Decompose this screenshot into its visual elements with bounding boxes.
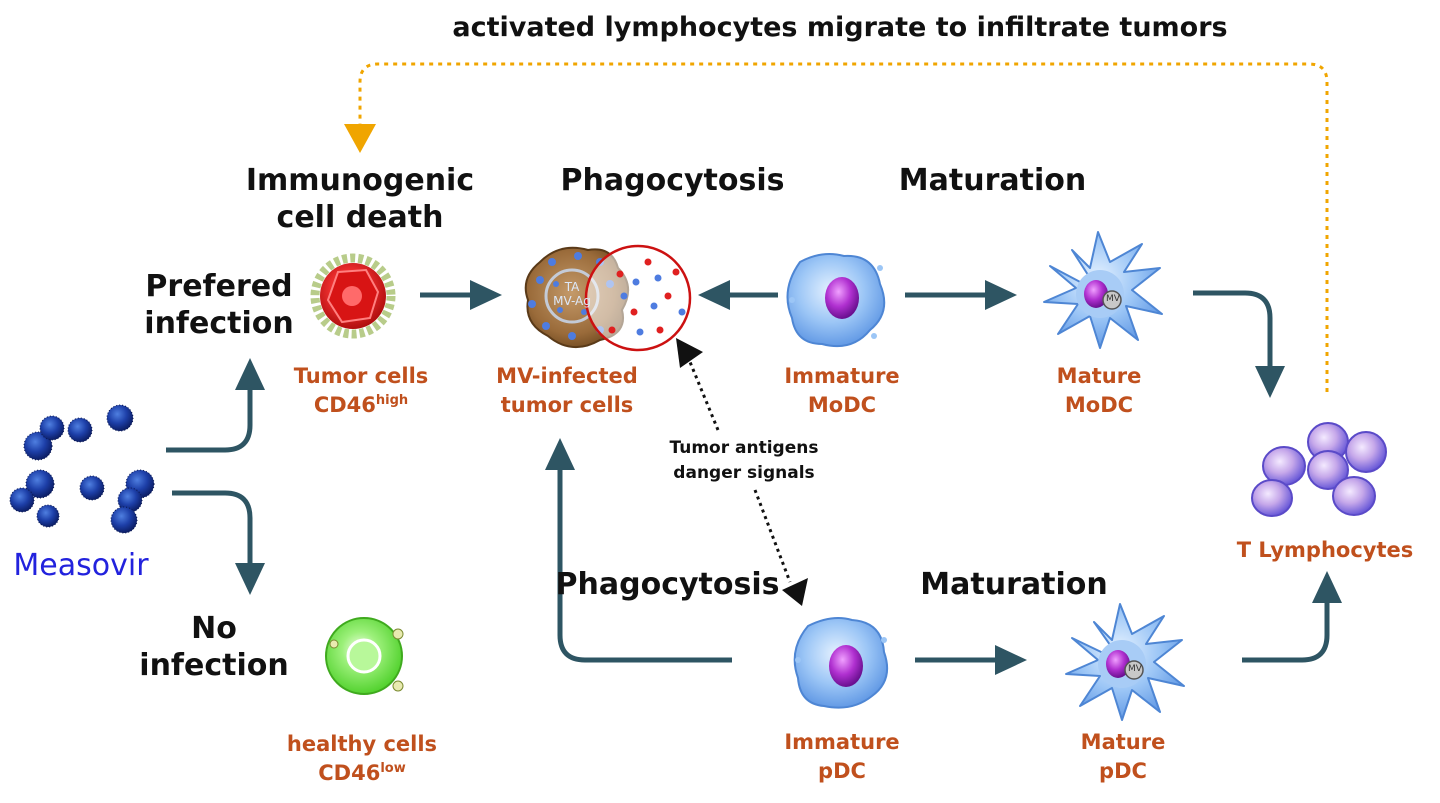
phagocytosis-bottom-title: Phagocytosis — [555, 567, 780, 602]
tumor-cells-line1: Tumor cells — [293, 364, 429, 388]
mv-infected-cell-icon — [524, 244, 692, 352]
signal-arrowhead-up — [676, 338, 703, 368]
mv-inner-ta: TA — [564, 280, 580, 294]
immunogenic-death-line2: cell death — [276, 200, 444, 235]
maturation-bottom-title: Maturation — [920, 567, 1108, 602]
healthy-cells-line1: healthy cells — [286, 732, 438, 756]
no-infection-label: No infection — [128, 610, 300, 684]
healthy-cd46-sup: low — [380, 761, 406, 776]
immunogenic-death-line1: Immunogenic — [245, 163, 475, 198]
healthy-cell-icon — [325, 617, 404, 695]
arrow-tumor-to-mv — [470, 280, 502, 310]
tumor-cells-line2: CD46high — [268, 391, 454, 420]
mature-pdc-label: Mature pDC — [1058, 728, 1188, 786]
t-lymphocytes-label: T Lymphocytes — [1236, 538, 1414, 562]
arrow-modc-maturation — [985, 280, 1017, 310]
mature-pdc-line2: pDC — [1099, 759, 1147, 783]
virus-particles — [9, 404, 155, 534]
mature-modc-line1: Mature — [1056, 364, 1142, 388]
immunogenic-death-title: Immunogenic cell death — [230, 162, 490, 236]
signals-line2: danger signals — [673, 463, 815, 483]
tumor-cd46: CD46 — [313, 393, 376, 417]
healthy-cd46: CD46 — [318, 761, 381, 785]
immature-modc-label: Immature MoDC — [762, 362, 922, 420]
no-infection-line2: infection — [139, 648, 289, 683]
feedback-loop-line — [358, 62, 1329, 392]
arrow-pdc-to-mv — [545, 438, 575, 470]
immature-modc-line2: MoDC — [807, 393, 877, 417]
mature-modc-label: Mature MoDC — [1032, 362, 1166, 420]
mv-inner-text: TA MV-Ag — [547, 280, 597, 308]
mature-pdc-line1: Mature — [1080, 730, 1166, 754]
feedback-loop-arrowhead — [344, 124, 376, 153]
arrow-pdc-maturation — [995, 645, 1027, 675]
mv-infected-line2: tumor cells — [500, 393, 634, 417]
mature-modc-line2: MoDC — [1064, 393, 1134, 417]
mv-inner-mvag: MV-Ag — [553, 294, 591, 308]
immature-pdc-icon — [793, 617, 888, 709]
immature-pdc-label: Immature pDC — [762, 728, 922, 786]
t-lymphocytes-icon — [1251, 422, 1387, 517]
arrow-virus-to-healthy — [235, 563, 265, 595]
arrow-pdc-to-tcell — [1312, 571, 1342, 603]
immature-modc-icon — [786, 253, 886, 348]
immature-pdc-line1: Immature — [784, 730, 900, 754]
preferred-infection-line1: Prefered — [145, 269, 293, 304]
mature-pdc-mv-tag: MV — [1128, 664, 1142, 674]
tumor-cell-icon — [310, 253, 396, 339]
mv-infected-label: MV-infected tumor cells — [470, 362, 664, 420]
top-banner-title: activated lymphocytes migrate to infiltr… — [452, 12, 1228, 43]
mature-modc-icon — [1043, 231, 1163, 349]
immature-modc-line1: Immature — [784, 364, 900, 388]
preferred-infection-label: Prefered infection — [130, 268, 308, 342]
mv-infected-line1: MV-infected — [496, 364, 638, 388]
tumor-cd46-sup: high — [375, 393, 409, 408]
signals-line1: Tumor antigens — [669, 438, 819, 458]
mature-pdc-icon — [1065, 603, 1185, 721]
signal-arrowhead-down — [782, 578, 808, 606]
maturation-top-title: Maturation — [898, 163, 1087, 198]
preferred-infection-line2: infection — [144, 306, 294, 341]
arrow-modc-to-mv — [698, 280, 730, 310]
healthy-cells-line2: CD46low — [262, 759, 462, 788]
phagocytosis-top-title: Phagocytosis — [560, 163, 785, 198]
mature-modc-mv-tag: MV — [1106, 294, 1120, 304]
arrow-modc-to-tcell — [1255, 366, 1285, 398]
no-infection-line1: No — [191, 611, 237, 646]
tumor-cells-label: Tumor cells CD46high — [268, 362, 454, 420]
arrow-virus-to-tumor — [235, 358, 265, 390]
immature-pdc-line2: pDC — [818, 759, 866, 783]
healthy-cells-label: healthy cells CD46low — [262, 730, 462, 788]
virus-name-label: Measovir — [13, 548, 149, 583]
signals-note: Tumor antigens danger signals — [642, 436, 846, 486]
